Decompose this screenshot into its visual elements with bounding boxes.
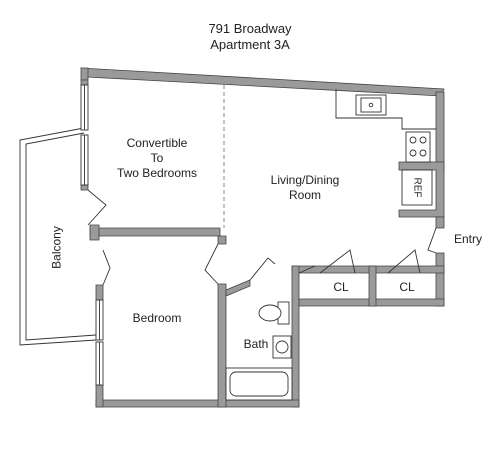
convertible-line-2: To (150, 151, 164, 165)
toilet-bowl (258, 304, 282, 322)
living-line-2: Room (288, 188, 321, 202)
plan-address: 791 Broadway (208, 21, 292, 36)
room-label-entry: Entry (453, 232, 482, 246)
convertible-line-3: Two Bedrooms (116, 166, 198, 180)
room-label-bath: Bath (243, 337, 269, 351)
plan-apartment-number: Apartment 3A (210, 37, 290, 52)
room-label-bedroom: Bedroom (132, 311, 182, 325)
stove (405, 131, 431, 163)
refrigerator (401, 169, 433, 206)
doors (87, 189, 437, 286)
windows (80, 84, 104, 386)
room-label-convertible: Convertible To Two Bedrooms (107, 136, 207, 181)
room-label-closet-1: CL (333, 280, 349, 294)
balcony (19, 127, 97, 346)
refrigerator-label: REF (411, 177, 423, 198)
exterior-walls (80, 67, 445, 408)
kitchen (335, 89, 436, 206)
bathroom-fixtures (225, 301, 293, 401)
living-line-1: Living/Dining (270, 173, 340, 187)
room-label-closet-2: CL (399, 280, 415, 294)
room-label-living-dining: Living/Dining Room (255, 173, 355, 203)
room-label-balcony: Balcony (49, 226, 64, 269)
convertible-line-1: Convertible (126, 136, 188, 150)
